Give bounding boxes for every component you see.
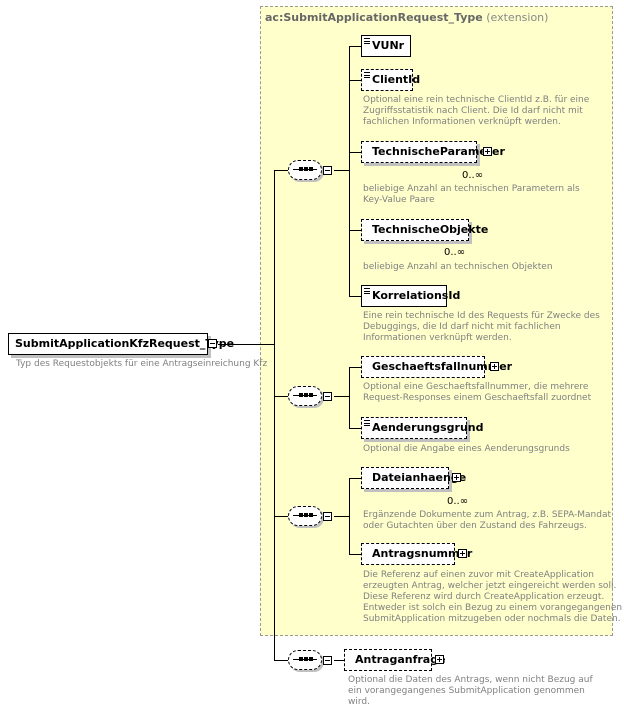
- korrelationsid-doc: Eine rein technische Id des Requests für…: [363, 311, 600, 343]
- expand-plus-icon[interactable]: [458, 549, 467, 558]
- element-dateianhaenge[interactable]: Dateianhaenge: [361, 467, 466, 489]
- cardinality: 0..∞: [447, 496, 469, 507]
- connector: [274, 170, 275, 660]
- connector: [274, 170, 288, 171]
- expand-plus-icon[interactable]: [490, 362, 499, 371]
- technischeobjekte-doc: beliebige Anzahl an technischen Objekten: [363, 262, 553, 272]
- extension-base: ac:SubmitApplicationRequest_Type: [265, 11, 483, 24]
- extension-box: [260, 6, 613, 636]
- connector: [274, 660, 288, 661]
- element-korrelationsid[interactable]: KorrelationsId: [361, 285, 460, 307]
- connector: [274, 396, 288, 397]
- root-type-node[interactable]: SubmitApplicationKfzRequest_Type: [8, 333, 234, 355]
- connector: [274, 516, 288, 517]
- expand-plus-icon[interactable]: [452, 473, 461, 482]
- root-type-doc: Typ des Requestobjekts für eine Antragse…: [16, 359, 268, 369]
- connector: [349, 80, 361, 81]
- connector: [349, 46, 361, 47]
- sequence-compositor-icon[interactable]: [288, 650, 322, 670]
- cardinality: 0..∞: [462, 170, 484, 181]
- geschaeftsfallnummer-doc: Optional eine Geschaeftsfallnummer, die …: [363, 382, 592, 403]
- antraganfrage-doc: Optional die Daten des Antrags, wenn nic…: [348, 675, 593, 707]
- aenderungsgrund-doc: Optional die Angabe eines Aenderungsgrun…: [363, 444, 570, 454]
- collapse-minus-icon[interactable]: [323, 392, 332, 401]
- element-vunr[interactable]: VUNr: [361, 35, 411, 57]
- connector: [349, 478, 350, 554]
- connector: [334, 660, 344, 661]
- collapse-minus-icon[interactable]: [323, 656, 332, 665]
- expand-plus-icon[interactable]: [435, 655, 444, 664]
- connector: [334, 170, 349, 171]
- dateianhaenge-doc: Ergänzende Dokumente zum Antrag, z.B. SE…: [363, 510, 612, 531]
- cardinality: 0..∞: [444, 247, 466, 258]
- element-lines-icon: [364, 72, 370, 79]
- element-antragsnummer[interactable]: Antragsnummer: [361, 543, 472, 565]
- sequence-compositor-icon[interactable]: [288, 160, 322, 180]
- extension-kind: (extension): [486, 11, 549, 24]
- connector: [349, 296, 361, 297]
- clientid-doc: Optional eine rein technische ClientId z…: [363, 95, 590, 127]
- connector: [349, 367, 361, 368]
- element-technischeparameter[interactable]: TechnischeParameter: [361, 141, 505, 163]
- technischeparameter-doc: beliebige Anzahl an technischen Paramete…: [363, 184, 580, 205]
- element-lines-icon: [364, 420, 370, 427]
- connector: [349, 428, 361, 429]
- connector: [218, 344, 274, 345]
- expand-plus-icon[interactable]: [483, 147, 492, 156]
- antragsnummer-doc: Die Referenz auf einen zuvor mit CreateA…: [363, 570, 623, 624]
- element-antraganfrage[interactable]: Antraganfrage: [344, 649, 446, 671]
- connector: [349, 554, 361, 555]
- connector: [349, 46, 350, 296]
- sequence-compositor-icon[interactable]: [288, 506, 322, 526]
- connector: [349, 478, 361, 479]
- collapse-minus-icon[interactable]: [208, 339, 217, 348]
- element-clientid[interactable]: ClientId: [361, 69, 420, 91]
- connector: [349, 152, 361, 153]
- connector: [334, 396, 349, 397]
- connector: [334, 516, 349, 517]
- sequence-compositor-icon[interactable]: [288, 386, 322, 406]
- extension-title: ac:SubmitApplicationRequest_Type (extens…: [265, 11, 548, 24]
- connector: [349, 367, 350, 428]
- collapse-minus-icon[interactable]: [323, 512, 332, 521]
- connector: [349, 230, 361, 231]
- collapse-minus-icon[interactable]: [323, 166, 332, 175]
- element-aenderungsgrund[interactable]: Aenderungsgrund: [361, 417, 483, 439]
- element-geschaeftsfallnummer[interactable]: Geschaeftsfallnummer: [361, 356, 512, 378]
- element-lines-icon: [364, 288, 370, 295]
- element-lines-icon: [364, 38, 370, 45]
- root-type-name: SubmitApplicationKfzRequest_Type: [15, 337, 235, 350]
- element-technischeobjekte[interactable]: TechnischeObjekte: [361, 219, 488, 241]
